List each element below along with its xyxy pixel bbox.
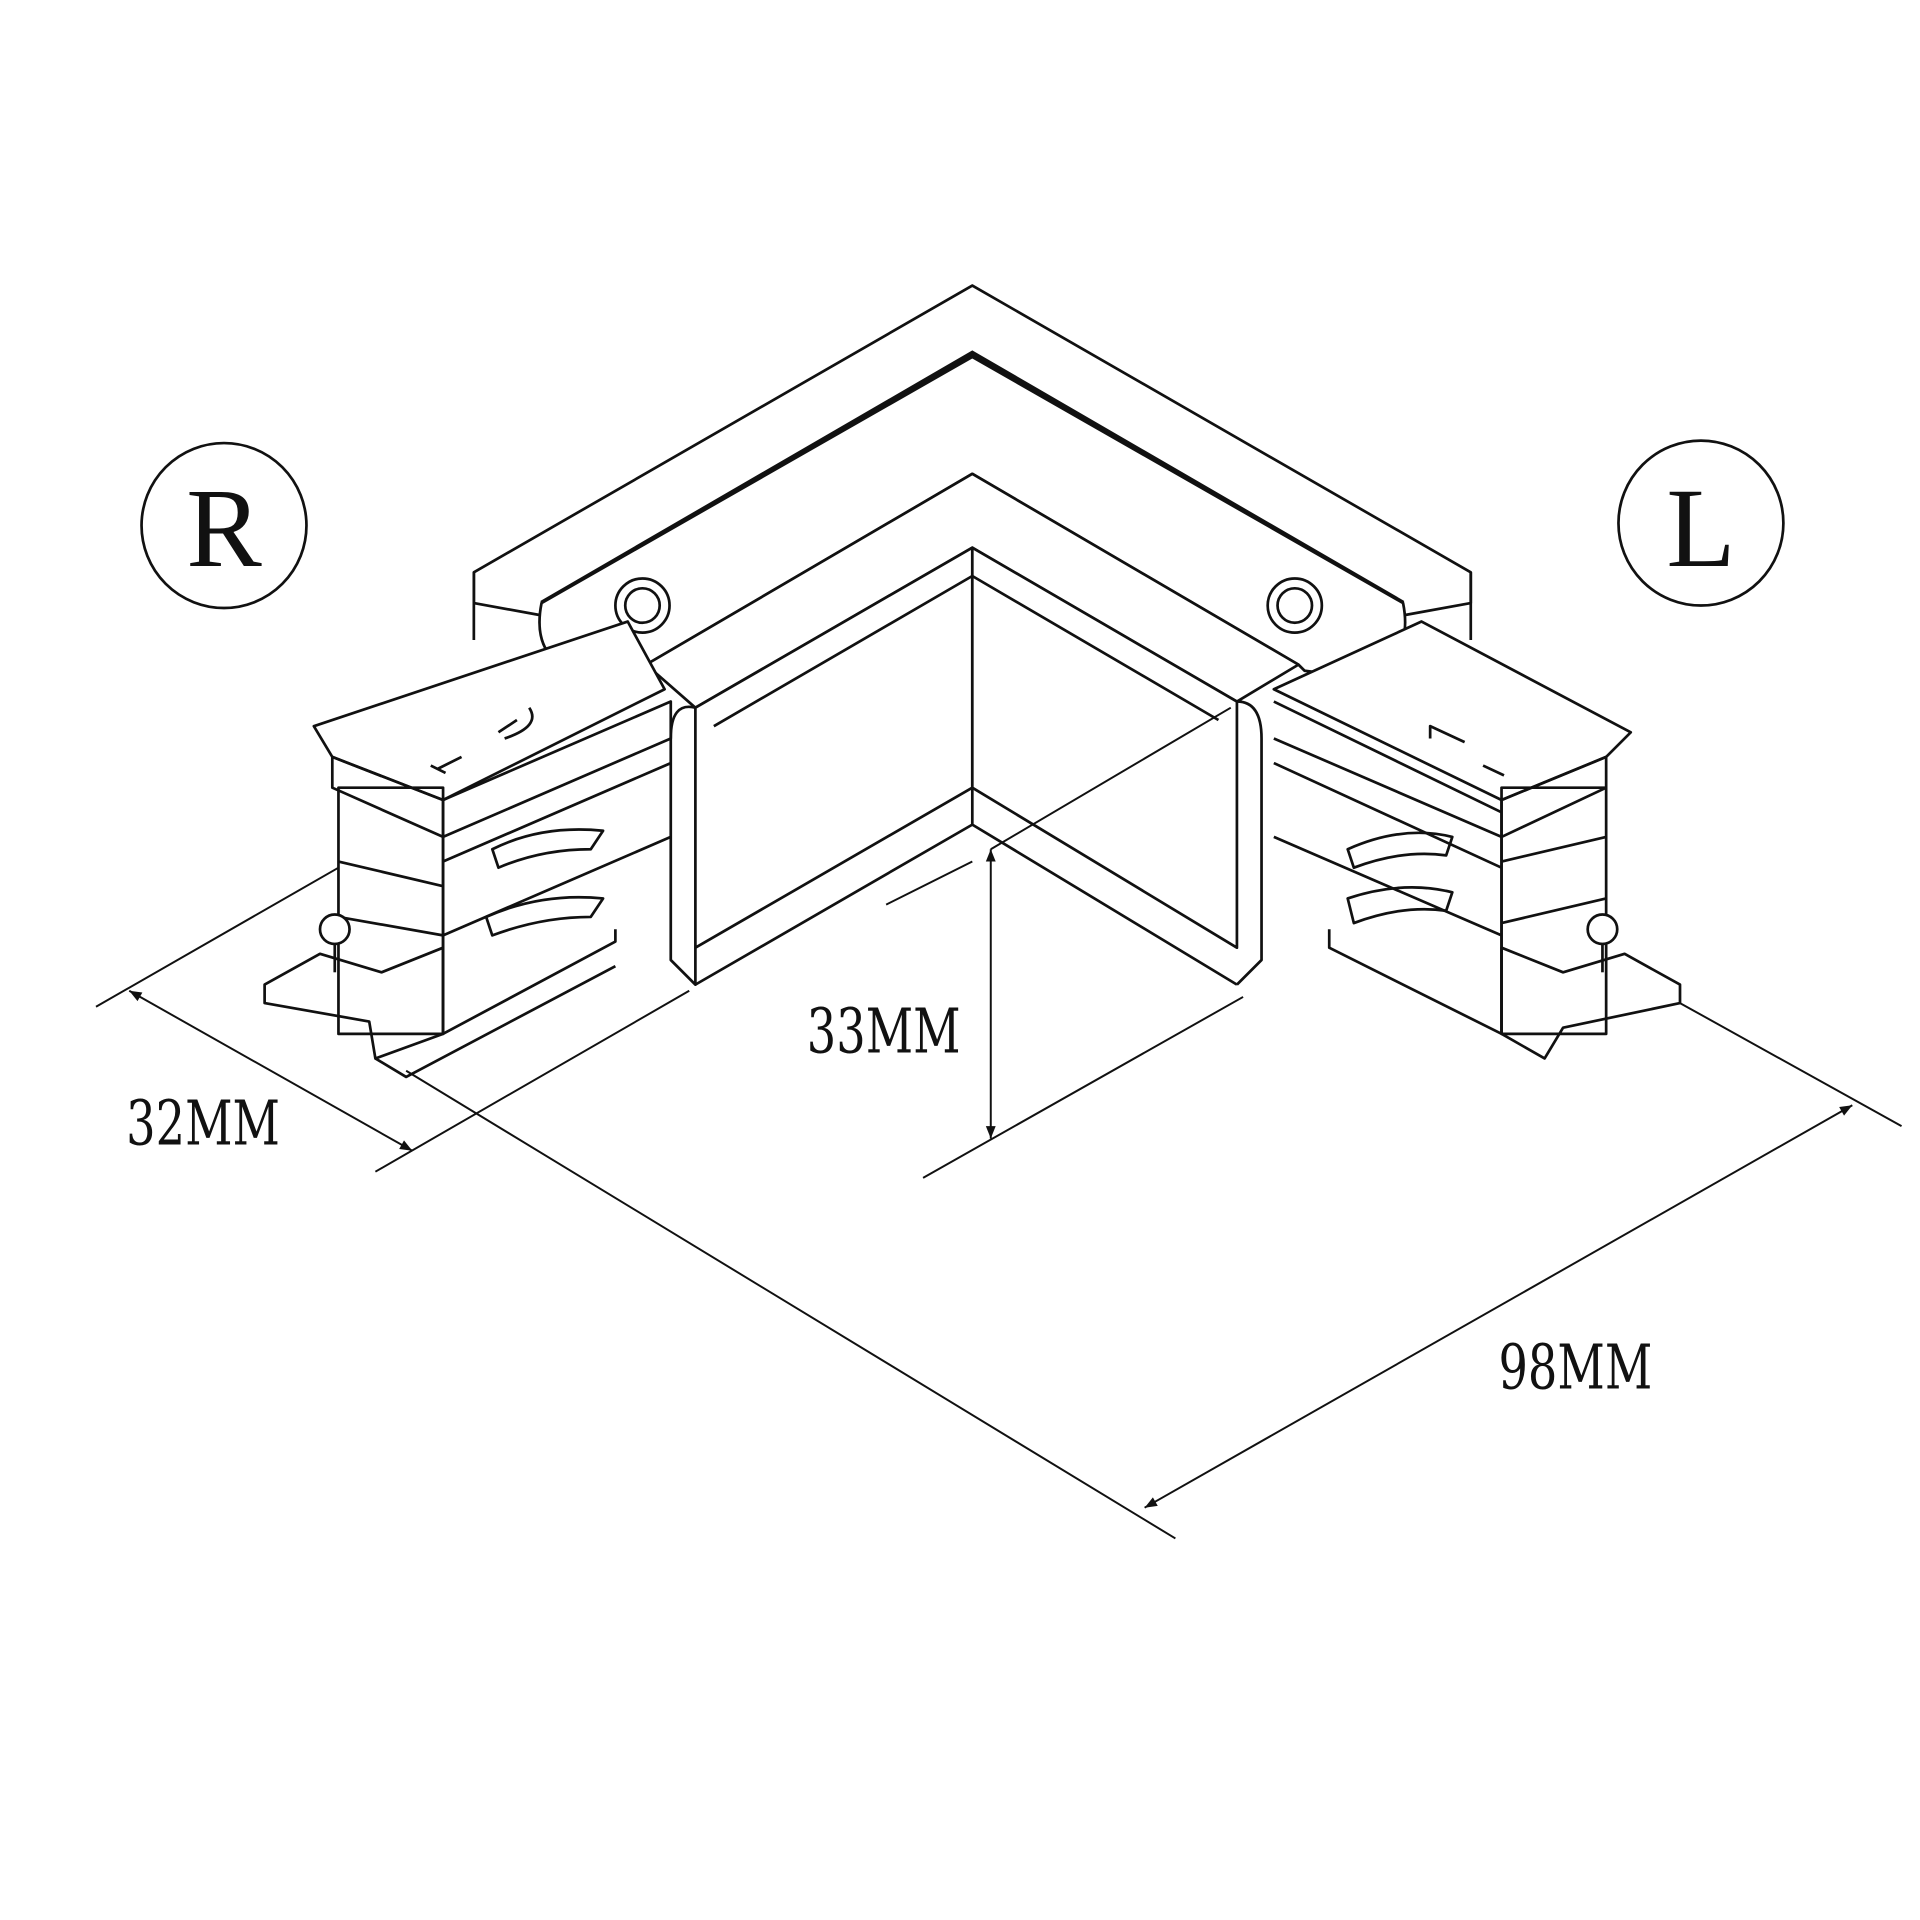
variant-r-label: R — [186, 466, 262, 591]
dimension-height: 33MM — [807, 706, 1244, 1179]
dimension-length: 98MM — [405, 1002, 1903, 1540]
left-arm — [263, 620, 673, 1079]
height-dimension-label: 33MM — [807, 995, 961, 1067]
length-dimension-label: 98MM — [1498, 1331, 1652, 1403]
dimension-width: 32MM — [95, 866, 690, 1173]
variant-l-label: L — [1666, 466, 1735, 591]
variant-l-badge: L — [1617, 439, 1785, 607]
connector-body — [472, 284, 1473, 986]
width-dimension-label: 32MM — [126, 1088, 280, 1160]
variant-r-badge: R — [140, 441, 308, 610]
right-arm — [1272, 620, 1682, 1060]
